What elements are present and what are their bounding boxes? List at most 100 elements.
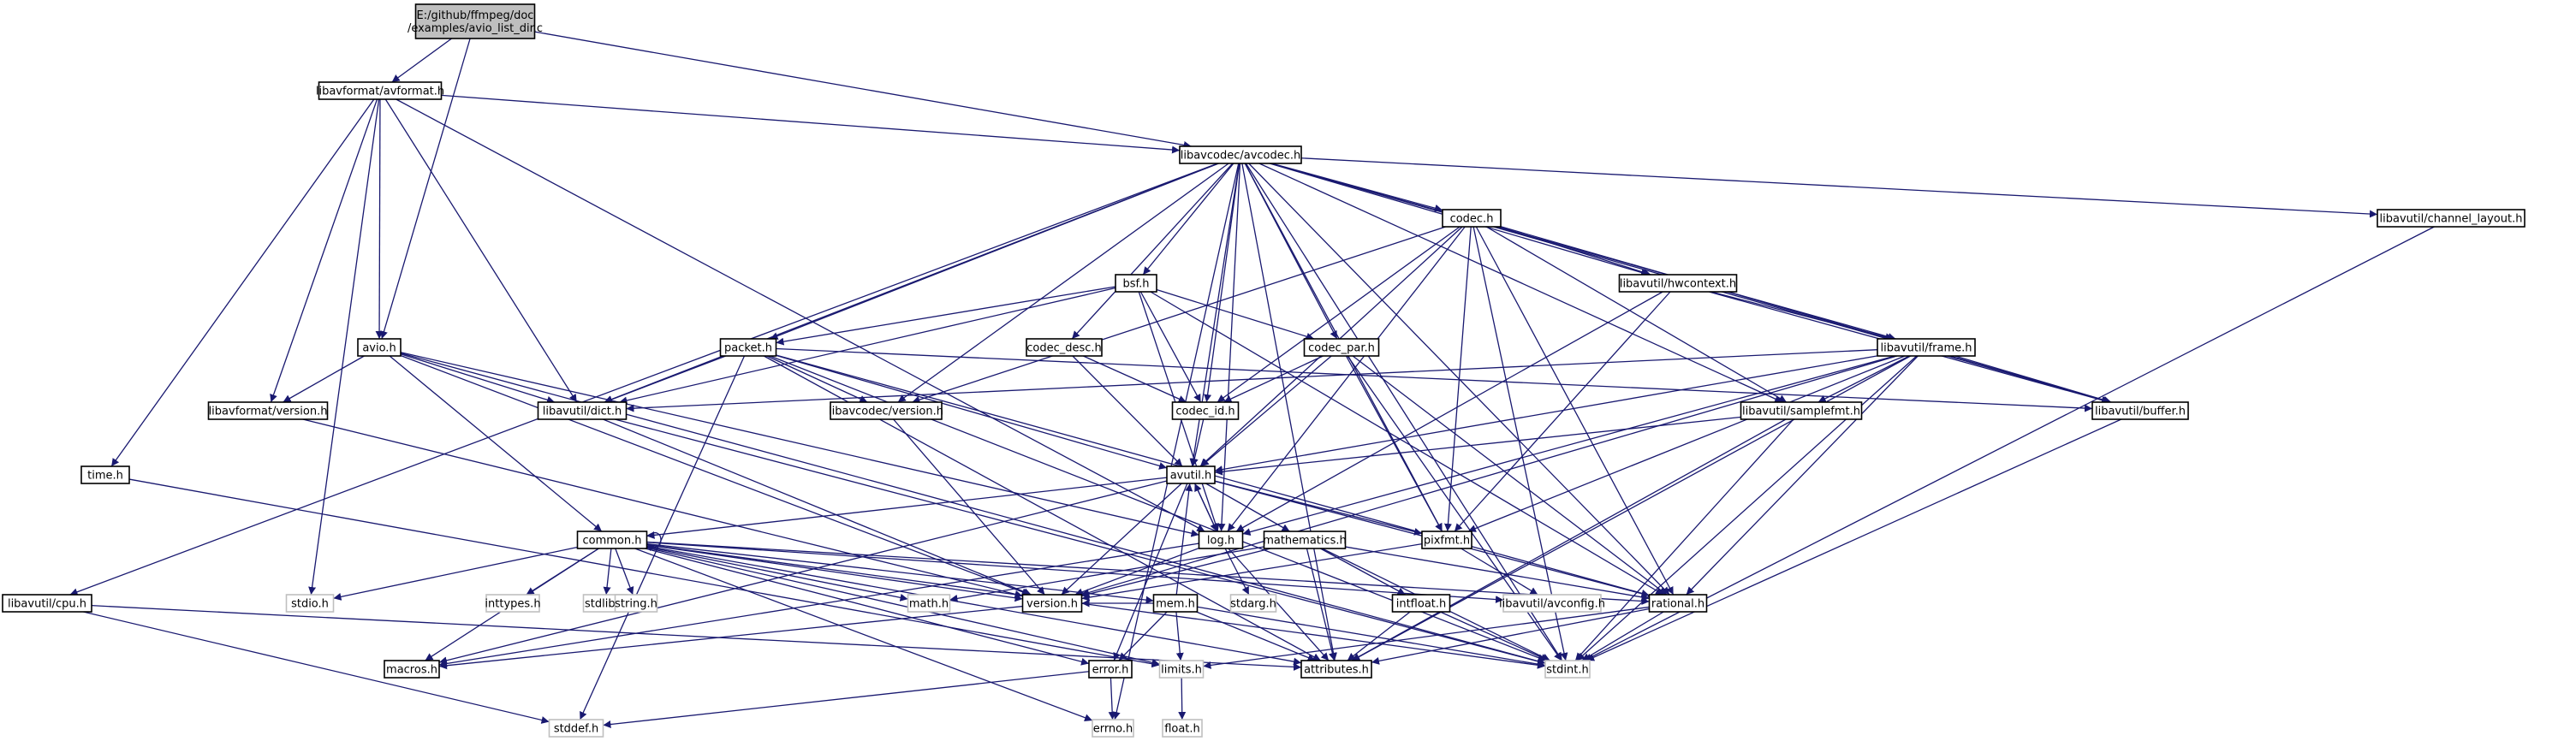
node-avconfig[interactable]: libavutil/avconfig.h [1499,594,1605,613]
edge-dict-to-stdint [614,418,1546,666]
node-codec[interactable]: codec.h [1442,209,1502,228]
edge-avformat-to-avio [375,98,384,340]
node-avformat[interactable]: libavformat/avformat.h [316,81,444,100]
node-label: common.h [583,535,642,548]
node-stddef[interactable]: stddef.h [548,719,604,738]
edge-codec-to-pixfmt [1443,226,1472,532]
node-mathematics[interactable]: mathematics.h [1263,531,1347,549]
node-label: avio.h [362,342,396,355]
edge-codec-to-buffer [1500,226,2111,404]
edge-avcodec-to-dict [604,163,1219,403]
node-label: libavutil/channel_layout.h [2380,213,2523,226]
node-pixfmt[interactable]: pixfmt.h [1421,531,1472,549]
node-label: stdint.h [1546,664,1588,677]
node-buffer[interactable]: libavutil/buffer.h [2091,401,2189,420]
node-codec_desc[interactable]: codec_desc.h [1026,338,1103,357]
edge-codec-to-rational [1475,226,1675,596]
edge-rational-to-stdint [1581,611,1664,661]
edge-common-to-limits [646,547,1160,667]
node-box [1171,401,1240,420]
node-hwcontext[interactable]: libavutil/hwcontext.h [1618,274,1738,293]
node-lavf_version[interactable]: libavformat/version.h [207,401,329,420]
edge-avformat-to-stdio [308,98,380,596]
node-box [719,338,777,357]
edge-lavc_version-to-version [893,418,1045,596]
node-error[interactable]: error.h [1088,660,1133,679]
edge-avio-to-common [389,355,603,532]
node-cpu[interactable]: libavutil/cpu.h [2,594,92,613]
edge-mathematics-to-intfloat [1320,548,1406,596]
node-avcodec[interactable]: libavcodec/avcodec.h [1179,145,1302,164]
edge-intfloat-to-attributes [1347,611,1411,661]
node-label: intfloat.h [1396,598,1447,611]
node-avio[interactable]: avio.h [357,338,402,357]
node-attributes[interactable]: attributes.h [1300,660,1372,679]
node-packet[interactable]: packet.h [719,338,777,357]
edge-codec_desc-to-avutil [1072,355,1183,467]
node-string[interactable]: string.h [614,594,658,613]
node-box [1442,209,1502,228]
node-box [1162,719,1203,738]
node-common[interactable]: common.h [576,531,648,549]
node-stdint[interactable]: stdint.h [1544,660,1591,679]
node-label: string.h [615,598,657,611]
node-log[interactable]: log.h [1198,531,1244,549]
edge-log-to-version [1074,547,1199,596]
node-box [80,465,130,484]
node-box [1026,338,1103,357]
edge-packet-to-dict [604,355,727,403]
edge-codec-to-hwcontext [1498,226,1651,276]
node-label: /examples/avio_list_dir.c [408,22,543,35]
edge-avio_list_dir-to-avcodec [534,31,1192,149]
node-limits[interactable]: limits.h [1158,660,1205,679]
edge-log-to-avutil [1194,483,1217,532]
node-time[interactable]: time.h [80,465,130,484]
edge-buffer-to-stdint [1585,418,2122,661]
edge-frame-to-dict [626,349,1878,412]
edge-avutil-to-version [1061,483,1182,596]
node-mem[interactable]: mem.h [1152,594,1199,613]
node-dict[interactable]: libavutil/dict.h [537,401,628,420]
node-channel_layout[interactable]: libavutil/channel_layout.h [2377,209,2525,228]
node-bsf[interactable]: bsf.h [1115,274,1157,293]
node-version[interactable]: version.h [1021,594,1083,613]
edge-codec_par-to-avutil [1200,355,1332,467]
node-box [1421,531,1472,549]
node-inttypes[interactable]: inttypes.h [485,594,541,613]
edge-mem-to-error [1118,611,1168,661]
node-label: error.h [1092,664,1129,677]
node-box [1088,660,1133,679]
edge-rational-to-limits [1203,606,1650,669]
node-avutil[interactable]: avutil.h [1166,465,1216,484]
node-stdio[interactable]: stdio.h [285,594,335,613]
node-codec_par[interactable]: codec_par.h [1303,338,1380,357]
node-rational[interactable]: rational.h [1648,594,1708,613]
node-box [1877,338,1976,357]
edge-avformat-to-time [110,98,375,467]
edge-avio-to-lavf_version [283,355,365,403]
node-samplefmt[interactable]: libavutil/samplefmt.h [1740,401,1863,420]
node-box [576,531,648,549]
node-lavc_version[interactable]: libavcodec/version.h [829,401,943,420]
node-macros[interactable]: macros.h [384,660,440,679]
edge-avcodec-to-errno [1112,163,1240,720]
node-intfloat[interactable]: intfloat.h [1391,594,1451,613]
node-math[interactable]: math.h [907,594,951,613]
node-avio_list_dir[interactable]: E:/github/ffmpeg/doc/examples/avio_list_… [408,3,543,39]
dependency-edges [69,31,2435,729]
node-float[interactable]: float.h [1162,719,1203,738]
node-label: attributes.h [1304,664,1369,677]
edge-avcodec-to-bsf [1142,163,1234,276]
node-label: packet.h [724,342,772,355]
node-codec_id[interactable]: codec_id.h [1171,401,1240,420]
node-frame[interactable]: libavutil/frame.h [1877,338,1976,357]
node-errno[interactable]: errno.h [1092,719,1134,738]
node-box [1198,531,1244,549]
node-box [1391,594,1451,613]
edge-pixfmt-to-avconfig [1461,548,1538,596]
edge-codec-to-lavc_version [912,226,1446,404]
node-box [1303,338,1380,357]
edge-bsf-to-rational [1150,291,1664,596]
node-box [1092,719,1134,738]
node-stdarg[interactable]: stdarg.h [1229,594,1277,613]
